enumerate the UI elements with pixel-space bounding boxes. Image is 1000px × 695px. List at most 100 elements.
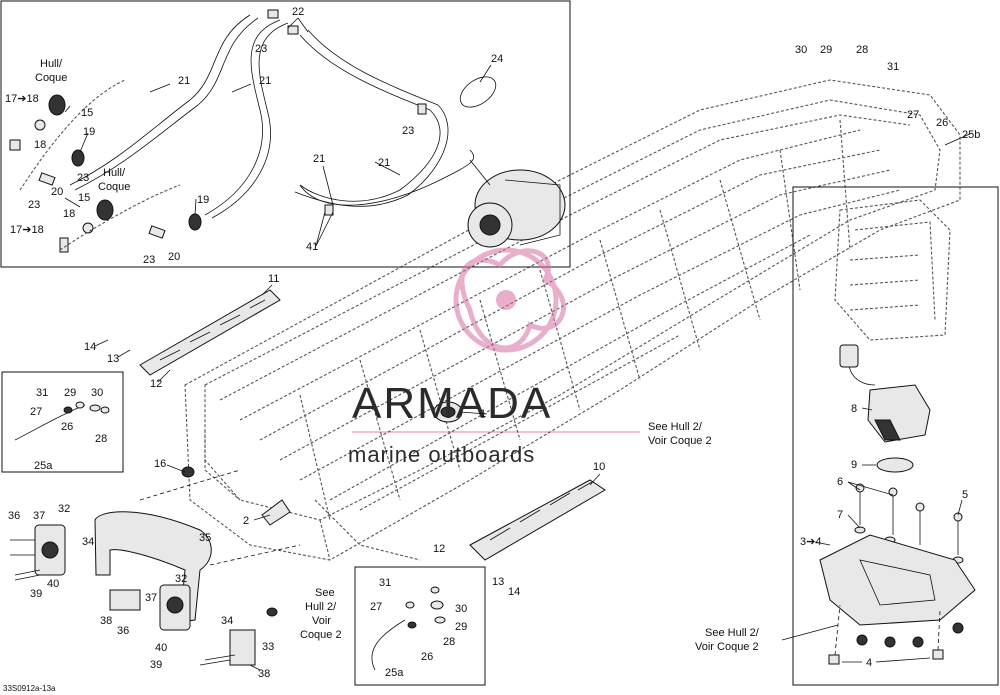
callout: 21 <box>178 75 190 87</box>
misc-parts <box>181 401 463 617</box>
note-hull-a2: Coque <box>35 72 67 84</box>
inset-ebox <box>819 199 976 665</box>
callout: 19 <box>197 194 209 206</box>
callout: 27 <box>370 601 382 613</box>
callout: 20 <box>51 186 63 198</box>
note-see-hull-main-1: See Hull 2/ <box>648 421 703 433</box>
callout: 12 <box>433 543 445 555</box>
callout: 23 <box>28 199 40 211</box>
callout: 35 <box>199 532 211 544</box>
vent-11 <box>139 289 281 376</box>
callout: 39 <box>150 659 162 671</box>
callout: 27 <box>907 109 919 121</box>
callout: 21 <box>313 153 325 165</box>
callout: 9 <box>851 459 857 471</box>
watermark-logo <box>453 247 567 353</box>
callout: 40 <box>155 642 167 654</box>
vent-10 <box>469 479 606 561</box>
callout: 30 <box>455 603 467 615</box>
callout: 16 <box>154 458 166 470</box>
note-hull-a1: Hull/ <box>40 58 63 70</box>
callout: 21 <box>259 75 271 87</box>
hull-body <box>184 79 961 561</box>
callout: 22 <box>292 6 304 18</box>
callout: 17➔18 <box>5 93 39 105</box>
callout: 37 <box>33 510 45 522</box>
watermark-tagline: marine outboards <box>348 442 535 467</box>
callout: 33 <box>262 641 274 653</box>
note-hull-b2: Coque <box>98 181 130 193</box>
callout: 31 <box>379 577 391 589</box>
callout: 36 <box>117 625 129 637</box>
callout: 21 <box>378 157 390 169</box>
callout: 40 <box>47 578 59 590</box>
inset-hoses <box>9 9 566 253</box>
callout: 26 <box>936 117 948 129</box>
callout: 2 <box>243 515 249 527</box>
callout: 23 <box>402 125 414 137</box>
callout: 39 <box>30 588 42 600</box>
callout: 10 <box>593 461 605 473</box>
callout: 41 <box>306 241 318 253</box>
callout: 30 <box>91 387 103 399</box>
callout: 29 <box>64 387 76 399</box>
callout: 34 <box>221 615 233 627</box>
callout: 28 <box>856 44 868 56</box>
callout: 6 <box>837 476 843 488</box>
callout: 14 <box>508 586 520 598</box>
callout: 31 <box>887 61 899 73</box>
callout: 29 <box>820 44 832 56</box>
note-see-hull-left-3: Voir <box>312 615 331 627</box>
callout: 13 <box>492 576 504 588</box>
note-see-hull-right-2: Voir Coque 2 <box>695 641 759 653</box>
note-hull-b1: Hull/ <box>103 167 126 179</box>
callout: 7 <box>837 509 843 521</box>
watermark-brand: ARMADA <box>352 379 552 428</box>
callout: 25a <box>34 460 53 472</box>
inset-25a-left-box <box>1 371 124 473</box>
callout: 28 <box>95 433 107 445</box>
inset-ebox-box <box>792 186 999 686</box>
callout: 23 <box>255 43 267 55</box>
inset-25a-left <box>14 401 110 441</box>
note-see-hull-left-1: See <box>315 587 335 599</box>
note-see-hull-right-1: See Hull 2/ <box>705 627 760 639</box>
note-see-hull-main-2: Voir Coque 2 <box>648 435 712 447</box>
callout: 32 <box>58 503 70 515</box>
callout: 25b <box>962 129 980 141</box>
callout: 3➔4 <box>800 536 821 548</box>
inset-25a-bottom-box <box>354 566 486 686</box>
callout: 23 <box>77 172 89 184</box>
callout: 34 <box>82 536 94 548</box>
note-see-hull-left-4: Coque 2 <box>300 629 342 641</box>
callout: 14 <box>84 341 96 353</box>
callout: 37 <box>145 592 157 604</box>
callout: 32 <box>175 573 187 585</box>
callout: 27 <box>30 406 42 418</box>
callout: 31 <box>36 387 48 399</box>
callout: 30 <box>795 44 807 56</box>
callout: 18 <box>63 208 75 220</box>
callout: 26 <box>61 421 73 433</box>
callouts: 1 2 3➔4 4 5 6 7 8 9 10 11 12 12 13 13 14… <box>5 6 980 680</box>
callout: 38 <box>100 615 112 627</box>
callout: 15 <box>81 107 93 119</box>
callout: 15 <box>78 192 90 204</box>
callout: 18 <box>34 139 46 151</box>
callout: 5 <box>962 489 968 501</box>
callout: 38 <box>258 668 270 680</box>
callout: 23 <box>143 254 155 266</box>
callout: 19 <box>83 126 95 138</box>
figure-code: 33S0912a-13a <box>3 684 56 693</box>
callout: 26 <box>421 651 433 663</box>
leader-lines <box>64 17 973 663</box>
callout: 24 <box>491 53 503 65</box>
callout: 25a <box>385 667 404 679</box>
callout: 13 <box>107 353 119 365</box>
inset-25a-bottom <box>371 586 446 671</box>
callout: 36 <box>8 510 20 522</box>
callout: 20 <box>168 251 180 263</box>
callout: 29 <box>455 621 467 633</box>
